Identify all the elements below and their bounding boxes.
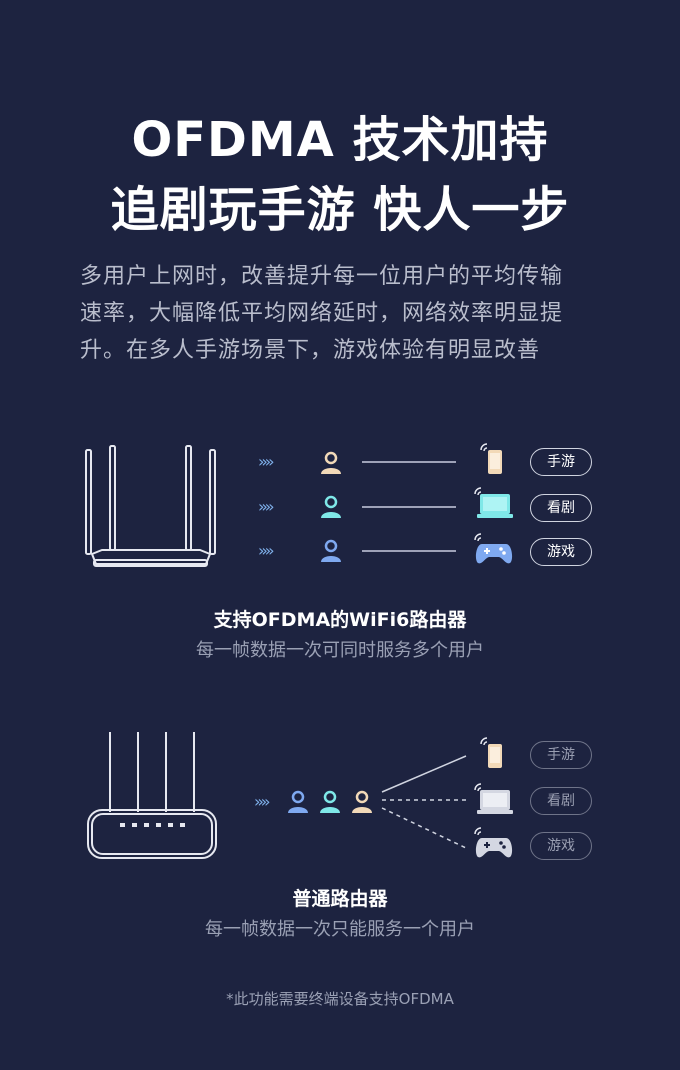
signal-chevrons: »» xyxy=(258,452,274,471)
normal-subcaption: 每一帧数据一次只能服务一个用户 xyxy=(205,919,475,940)
user-icon xyxy=(320,790,340,813)
connection-lines xyxy=(381,755,467,849)
normal-caption: 普通路由器 xyxy=(292,888,388,910)
description: 多用户上网时，改善提升每一位用户的平均传输 速率，大幅降低平均网络延时，网络效率… xyxy=(80,258,610,369)
label-pill-mobile-game: 手游 xyxy=(530,741,592,769)
title-line-1: OFDMA 技术加持 xyxy=(131,112,549,168)
label-pill-drama: 看剧 xyxy=(530,494,592,522)
laptop-icon xyxy=(474,783,513,814)
normal-router-icon xyxy=(87,732,217,859)
signal-chevrons: »» xyxy=(258,497,274,516)
phone-icon xyxy=(480,443,502,474)
description-line-1: 多用户上网时，改善提升每一位用户的平均传输 xyxy=(80,264,564,289)
label-pill-drama: 看剧 xyxy=(530,787,592,815)
ofdma-subcaption: 每一帧数据一次可同时服务多个用户 xyxy=(196,640,484,661)
user-icon xyxy=(352,790,372,813)
user-icon xyxy=(288,790,308,813)
signal-chevrons: »» xyxy=(254,792,270,811)
description-line-2: 速率，大幅降低平均网络延时，网络效率明显提 xyxy=(80,301,564,326)
connection-lines xyxy=(362,461,456,552)
label-pill-game: 游戏 xyxy=(530,538,592,566)
gamepad-icon xyxy=(474,533,513,564)
phone-icon xyxy=(480,737,502,768)
signal-chevrons: »» xyxy=(258,541,274,560)
wifi6-router-icon xyxy=(85,445,216,567)
ofdma-caption: 支持OFDMA的WiFi6路由器 xyxy=(213,609,467,631)
user-icon xyxy=(321,451,341,474)
footnote: *此功能需要终端设备支持OFDMA xyxy=(226,990,454,1008)
label-pill-mobile-game: 手游 xyxy=(530,448,592,476)
title-line-2: 追剧玩手游 快人一步 xyxy=(110,182,570,238)
user-icon xyxy=(321,495,341,518)
gamepad-icon xyxy=(474,827,513,858)
laptop-icon xyxy=(474,487,513,518)
label-pill-game: 游戏 xyxy=(530,832,592,860)
description-line-3: 升。在多人手游场景下，游戏体验有明显改善 xyxy=(80,338,541,363)
user-icon xyxy=(321,539,341,562)
